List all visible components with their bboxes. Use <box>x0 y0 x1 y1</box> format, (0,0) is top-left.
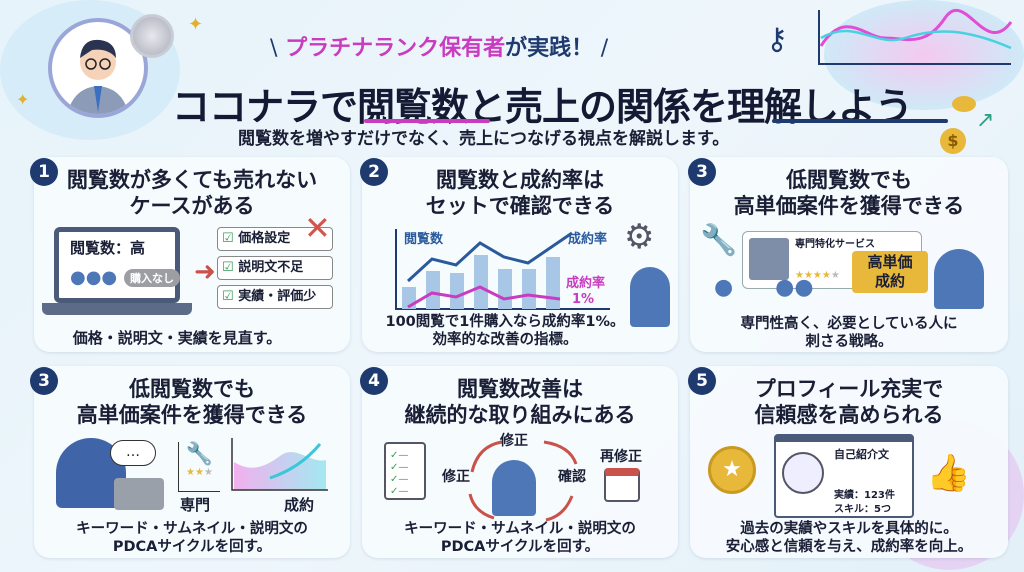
profile-skills: スキル：5つ <box>834 504 891 515</box>
views-axis-label: 閲覧数 <box>404 231 444 247</box>
no-purchase-button: 購入なし <box>124 269 180 287</box>
card-title: 閲覧数改善は 継続的な取り組みにある <box>404 377 636 427</box>
calendar-clock-icon <box>604 468 640 502</box>
header: ✦ ✦ \ プラチナランク保有者が実践！ / ⚷ ココナラで閲覧数と売上の関係を… <box>0 0 1024 154</box>
tools-icon: 🔧 <box>700 223 738 258</box>
gear-cycle-icon: ⚙ <box>624 217 655 257</box>
rate-axis-label: 成約率 <box>568 231 607 247</box>
checklist: ☑ 価格設定 ☑ 説明文不足 ☑ 実績・評価少 <box>217 227 333 309</box>
person-tablet-illustration <box>630 267 670 327</box>
key-icon: ⚷ <box>766 22 788 57</box>
card-title: 閲覧数が多くても売れない ケースがある <box>66 168 318 218</box>
card-footer: キーワード・サムネイル・説明文の PDCAサイクルを回す。 <box>404 521 636 555</box>
smiling-person-illustration <box>934 249 984 309</box>
card-number-badge: 3 <box>688 158 716 186</box>
profile-achievements: 実績：123件 <box>834 490 895 501</box>
profile-avatar <box>782 452 824 494</box>
card-number-badge: 1 <box>30 158 58 186</box>
specialty-label: 専門 <box>180 496 211 514</box>
page-subtitle: 閲覧数を増やすだけでなく、売上につなげる視点を解説します。 <box>238 129 730 149</box>
card-number-badge: 2 <box>360 158 388 186</box>
dollar-coin-icon: $ <box>940 128 966 154</box>
platinum-medal-icon <box>130 14 174 58</box>
check-item: ☑ 実績・評価少 <box>217 285 333 309</box>
card-profile-trust: 5 プロフィール充実で 信頼感を高められる ★ 自己紹介文 実績：123件 スキ… <box>688 366 1008 558</box>
card-number-badge: 4 <box>360 367 388 395</box>
screen-label: 閲覧数：高 <box>70 239 146 257</box>
check-item: ☑ 価格設定 <box>217 227 333 251</box>
card-title: 閲覧数と成約率は セットで確認できる <box>425 168 615 218</box>
checkbox-icon: ☑ <box>222 231 234 246</box>
cycle-step-fix-left: 修正 <box>442 469 470 485</box>
check-item: ☑ 説明文不足 <box>217 256 333 280</box>
views-conversion-chart: 閲覧数 成約率 成約率 1% <box>395 229 610 310</box>
card-footer: 過去の実績やスキルを具体的に。 安心感と信頼を与え、成約率を向上。 <box>725 521 973 555</box>
customers-illustration: ● ●● <box>714 275 814 300</box>
checkbox-icon: ☑ <box>222 289 234 304</box>
card-title: プロフィール充実で 信頼感を高められる <box>754 377 944 427</box>
service-label: 専門特化サービス <box>795 239 875 250</box>
trend-chart-icon <box>818 9 1013 65</box>
recheck-label: 再修正 <box>600 449 642 465</box>
person-at-laptop-illustration <box>492 460 536 516</box>
checkbox-icon: ☑ <box>222 260 234 275</box>
tools-stars-icon: 🔧★★★ <box>178 442 220 492</box>
profile-title: 自己紹介文 <box>834 448 889 461</box>
stars-rating: ★★★★★ <box>795 270 840 281</box>
card-footer: 価格・説明文・実績を見直す。 <box>72 329 282 347</box>
title-underline-navy <box>772 119 948 123</box>
arrow-up-icon: ↗ <box>976 108 995 133</box>
card-title: 低閲覧数でも 高単価案件を獲得できる <box>76 377 308 427</box>
laptop-icon <box>114 478 164 510</box>
card-title: 低閲覧数でも 高単価案件を獲得できる <box>733 168 965 218</box>
cycle-arrows <box>468 440 578 522</box>
arrow-right-icon: ➜ <box>194 257 216 287</box>
cycle-step-fix-top: 修正 <box>500 433 528 449</box>
cycle-step-check: 確認 <box>558 469 586 485</box>
card-continuous-improvement: 4 閲覧数改善は 継続的な取り組みにある ✓—✓—✓—✓— 修正 確認 修正 再… <box>360 366 678 558</box>
card-high-price-top: 3 低閲覧数でも 高単価案件を獲得できる 🔧 専門特化サービス ★★★★★ 高単… <box>688 157 1008 352</box>
card-views-not-selling: 1 閲覧数が多くても売れない ケースがある 閲覧数：高 ●●● 購入なし ➜ ☑… <box>30 157 350 352</box>
sparkle-icon: ✦ <box>16 90 30 109</box>
decor-blob <box>824 0 1024 110</box>
clipboard-checklist-icon: ✓—✓—✓—✓— <box>384 442 426 500</box>
award-ribbon-icon: ★ <box>708 446 756 494</box>
card-footer: 100閲覧で1件購入なら成約率1%。 効率的な改善の指標。 <box>385 314 625 348</box>
card-high-price-bottom: 3 低閲覧数でも 高単価案件を獲得できる … 🔧★★★ 専門 成約 キーワード・… <box>30 366 350 558</box>
rate-value: 1% <box>572 292 594 307</box>
conversion-label: 成約 <box>284 496 315 514</box>
users-icon: ●●● <box>70 267 118 288</box>
card-footer: キーワード・サムネイル・説明文の PDCAサイクルを回す。 <box>76 521 308 555</box>
title-underline-magenta <box>364 119 490 123</box>
sparkle-icon: ✦ <box>188 14 204 35</box>
kicker-text: \ プラチナランク保有者が実践！ / <box>270 36 609 61</box>
high-price-tag: 高単価成約 <box>852 251 928 293</box>
x-mark-icon: ✕ <box>304 209 331 247</box>
laptop-illustration: 閲覧数：高 ●●● 購入なし <box>42 227 192 323</box>
coin-icon <box>952 96 976 112</box>
thumbs-up-icon: 👍 <box>926 453 971 494</box>
card-number-badge: 3 <box>30 367 58 395</box>
card-number-badge: 5 <box>688 367 716 395</box>
card-footer: 専門性高く、必要としている人に 刺さる戦略。 <box>740 316 958 350</box>
rate-value-label: 成約率 <box>566 275 605 291</box>
profile-window: 自己紹介文 実績：123件 スキル：5つ <box>774 434 914 518</box>
growth-area-chart <box>231 438 328 491</box>
screwdriver-icon <box>749 238 789 280</box>
speech-bubble: … <box>110 440 156 466</box>
card-views-and-conversion: 2 閲覧数と成約率は セットで確認できる 閲覧数 成約率 成約率 1% ⚙ 10… <box>360 157 678 352</box>
